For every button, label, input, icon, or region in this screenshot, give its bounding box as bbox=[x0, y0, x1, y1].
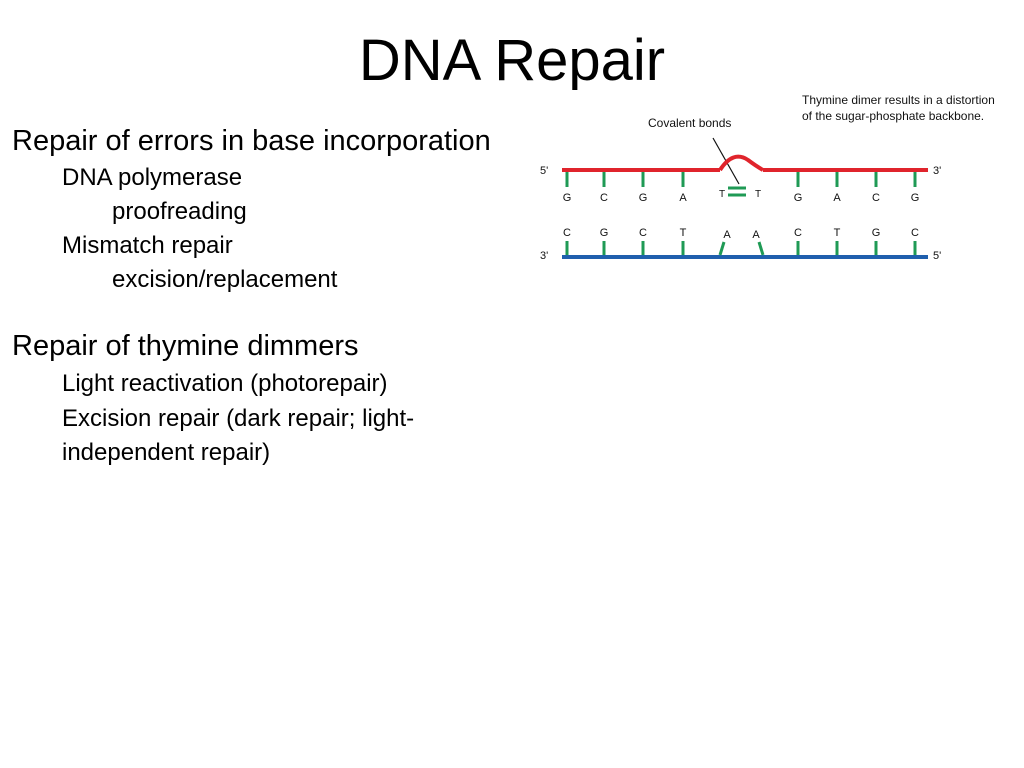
top-strand-distortion bbox=[718, 154, 764, 172]
bullet-dna-polymerase: DNA polymerase bbox=[62, 164, 243, 191]
sub-bullet-proofreading: proofreading bbox=[112, 198, 247, 225]
top-base-label: C bbox=[600, 192, 608, 204]
top-base-label: G bbox=[911, 192, 920, 204]
bullet-excision-repair-continued: independent repair) bbox=[62, 439, 271, 466]
bottom-base-label: C bbox=[911, 227, 919, 239]
bottom-strand-five-prime: 5' bbox=[933, 250, 941, 262]
top-base-label: G bbox=[563, 192, 572, 204]
bottom-base-label: G bbox=[600, 227, 609, 239]
bottom-base-label: A bbox=[752, 229, 760, 241]
figure-caption-line-1: Thymine dimer results in a distortion bbox=[802, 93, 995, 107]
top-base-label: A bbox=[679, 192, 687, 204]
bottom-base-label: T bbox=[834, 227, 841, 239]
dna-strand-figure: Thymine dimer results in a distortion of… bbox=[540, 93, 995, 262]
top-strand-three-prime: 3' bbox=[933, 165, 941, 177]
section-heading-base-incorporation: Repair of errors in base incorporation bbox=[12, 125, 491, 157]
bullet-mismatch-repair: Mismatch repair bbox=[62, 232, 233, 259]
top-base-label: C bbox=[872, 192, 880, 204]
sub-bullet-excision-replacement: excision/replacement bbox=[112, 266, 338, 293]
bottom-base-label: A bbox=[723, 229, 731, 241]
bullet-excision-repair: Excision repair (dark repair; light- bbox=[62, 405, 415, 432]
bottom-base-label: T bbox=[680, 227, 687, 239]
bottom-base-label: C bbox=[639, 227, 647, 239]
slide-title: DNA Repair bbox=[358, 28, 666, 90]
covalent-bonds-label: Covalent bonds bbox=[648, 116, 731, 130]
top-base-label: T bbox=[755, 189, 761, 200]
bottom-base-tick bbox=[757, 241, 765, 256]
bottom-base-label: C bbox=[794, 227, 802, 239]
bullet-light-reactivation: Light reactivation (photorepair) bbox=[62, 370, 388, 397]
bottom-base-tick bbox=[718, 241, 726, 256]
top-strand-five-prime: 5' bbox=[540, 165, 548, 177]
figure-caption-line-2: of the sugar-phosphate backbone. bbox=[802, 109, 984, 123]
top-base-label: T bbox=[719, 189, 725, 200]
top-base-label: G bbox=[794, 192, 803, 204]
bottom-strand-three-prime: 3' bbox=[540, 250, 548, 262]
thymine-dimer-diagram: Thymine dimer results in a distortion of… bbox=[530, 88, 1024, 278]
section-heading-thymine-dimmers: Repair of thymine dimmers bbox=[12, 330, 359, 362]
bottom-base-label: G bbox=[872, 227, 881, 239]
bottom-base-label: C bbox=[563, 227, 571, 239]
top-base-label: G bbox=[639, 192, 648, 204]
top-base-label: A bbox=[833, 192, 841, 204]
